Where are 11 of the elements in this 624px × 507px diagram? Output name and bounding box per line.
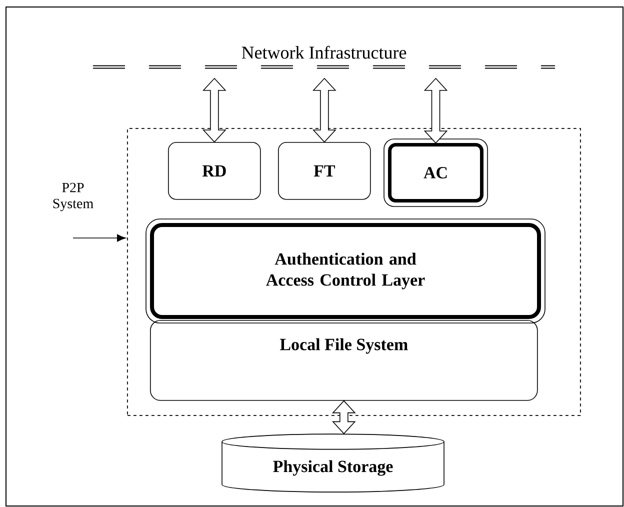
arrow [72,234,126,242]
double-arrow [332,400,356,434]
system-label: P2P System [53,182,94,212]
layer-box: Local File System [150,320,538,401]
layer-box: Authentication and Access Control Layer [146,218,546,324]
module-box: FT [278,142,371,200]
system-boundary [127,128,581,416]
network-label: Network Infrastructure [242,46,406,59]
module-box: RD [168,142,261,200]
storage-cylinder: Physical Storage [222,434,444,492]
module-box: AC [384,138,488,207]
